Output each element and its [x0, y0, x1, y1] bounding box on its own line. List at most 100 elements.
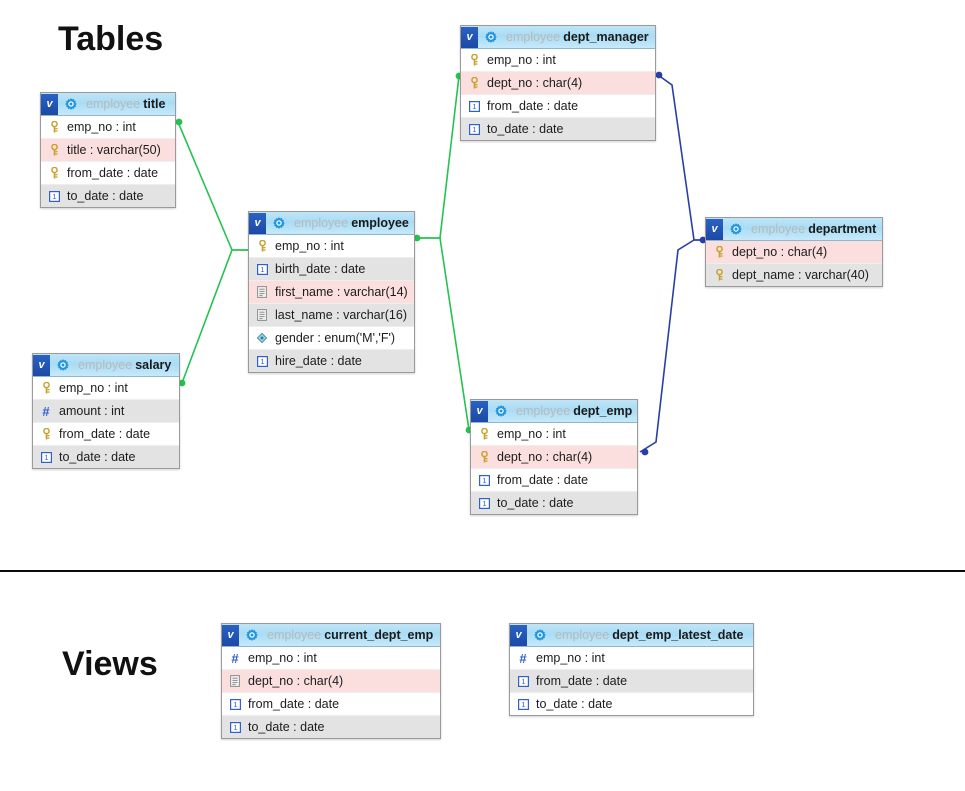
column-label: emp_no : int — [59, 381, 128, 395]
gear-icon — [483, 29, 499, 45]
entity-name-label: employee — [351, 216, 409, 230]
relationship-salary-employee — [181, 249, 248, 384]
date-column-icon: 1 — [477, 496, 491, 510]
svg-text:1: 1 — [233, 723, 237, 732]
date-column-icon: 1 — [228, 697, 242, 711]
primary-key-icon — [39, 427, 53, 441]
column-row[interactable]: title : varchar(50) — [41, 139, 175, 162]
primary-key-icon — [47, 120, 61, 134]
column-row[interactable]: dept_no : char(4) — [461, 72, 655, 95]
gear-icon — [244, 627, 260, 643]
varchar-column-icon — [228, 674, 242, 688]
column-label: amount : int — [59, 404, 125, 418]
svg-text:1: 1 — [472, 125, 476, 134]
column-row[interactable]: 1 to_date : date — [33, 446, 179, 468]
gear-icon — [728, 221, 744, 237]
column-row[interactable]: emp_no : int — [33, 377, 179, 400]
column-row[interactable]: # emp_no : int — [510, 647, 753, 670]
date-column-icon: 1 — [255, 262, 269, 276]
section-title-tables: Tables — [58, 20, 164, 58]
view-badge-icon: v — [41, 93, 58, 115]
primary-key-icon — [47, 143, 61, 157]
column-label: to_date : date — [59, 450, 136, 464]
entity-schema-label: employee — [78, 358, 133, 372]
date-column-icon: 1 — [477, 473, 491, 487]
column-label: from_date : date — [59, 427, 151, 441]
column-row[interactable]: first_name : varchar(14) — [249, 281, 414, 304]
entity-name-label: salary — [135, 358, 172, 372]
column-row[interactable]: # amount : int — [33, 400, 179, 423]
date-column-icon: 1 — [39, 450, 53, 464]
relationship-employee-dept_manager — [415, 75, 460, 239]
column-row[interactable]: 1 birth_date : date — [249, 258, 414, 281]
column-row[interactable]: from_date : date — [33, 423, 179, 446]
svg-text:1: 1 — [521, 677, 525, 686]
column-row[interactable]: last_name : varchar(16) — [249, 304, 414, 327]
column-label: emp_no : int — [497, 427, 566, 441]
int-column-icon: # — [519, 650, 527, 666]
column-label: hire_date : date — [275, 354, 362, 368]
gear-icon — [63, 96, 79, 112]
column-label: emp_no : int — [536, 651, 605, 665]
column-row[interactable]: emp_no : int — [41, 116, 175, 139]
column-row[interactable]: emp_no : int — [249, 235, 414, 258]
primary-key-icon — [255, 239, 269, 253]
column-label: dept_no : char(4) — [732, 245, 828, 259]
link-endpoint-ep-dept_manager-blue — [655, 71, 663, 79]
view-badge-icon: v — [471, 400, 488, 422]
column-label: emp_no : int — [248, 651, 317, 665]
int-column-icon: # — [231, 650, 239, 666]
date-column-icon: 1 — [516, 697, 530, 711]
column-label: birth_date : date — [275, 262, 366, 276]
int-column-icon: # — [42, 403, 50, 419]
view-badge-icon: v — [33, 354, 50, 376]
column-row[interactable]: emp_no : int — [471, 423, 637, 446]
svg-text:1: 1 — [44, 453, 48, 462]
column-row[interactable]: dept_name : varchar(40) — [706, 264, 882, 286]
section-title-views: Views — [62, 645, 158, 683]
enum-column-icon — [255, 331, 269, 345]
column-row[interactable]: dept_no : char(4) — [706, 241, 882, 264]
column-row[interactable]: dept_no : char(4) — [222, 670, 440, 693]
column-row[interactable]: dept_no : char(4) — [471, 446, 637, 469]
link-endpoint-ep-dept_emp-blue — [641, 448, 649, 456]
column-row[interactable]: emp_no : int — [461, 49, 655, 72]
entity-schema-label: employee — [751, 222, 806, 236]
varchar-column-icon — [255, 285, 269, 299]
primary-key-icon — [477, 450, 491, 464]
column-row[interactable]: gender : enum('M','F') — [249, 327, 414, 350]
gear-icon — [493, 403, 509, 419]
column-row[interactable]: from_date : date — [41, 162, 175, 185]
svg-text:1: 1 — [521, 700, 525, 709]
column-row[interactable]: # emp_no : int — [222, 647, 440, 670]
